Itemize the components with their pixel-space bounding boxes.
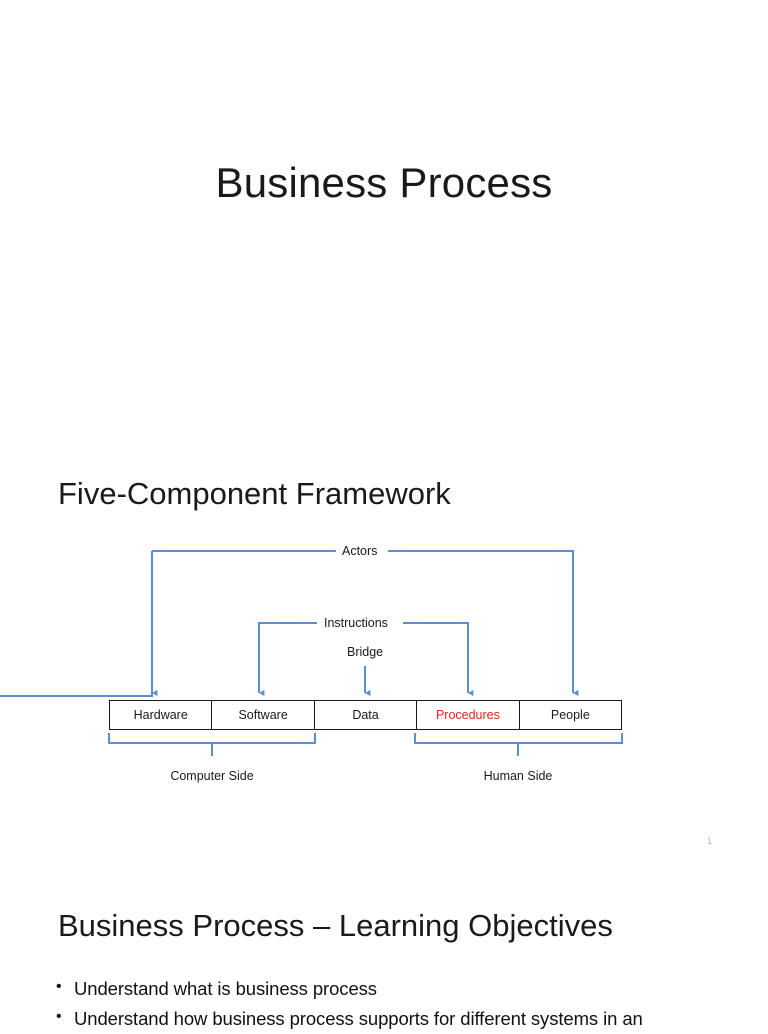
page-title: Business Process	[215, 159, 553, 206]
component-box-hardware[interactable]: Hardware	[110, 701, 213, 729]
component-box-people[interactable]: People	[519, 701, 622, 729]
instructions-rail-left	[258, 622, 317, 693]
instructions-arrow-to-procedures	[403, 622, 474, 697]
list-item: Understand how business process supports…	[55, 1004, 755, 1034]
human-side-bracket	[414, 733, 623, 744]
learning-objectives-list: Understand what is business process Unde…	[55, 974, 755, 1034]
human-side-label: Human Side	[483, 769, 553, 783]
objectives-section-heading: Business Process – Learning Objectives	[58, 908, 613, 943]
bridge-label: Bridge	[341, 646, 390, 659]
slide-business-process: Business Process Five-Component Framewor…	[0, 159, 768, 846]
slide-learning-objectives: Business Process – Learning Objectives U…	[0, 868, 768, 1030]
component-box-software[interactable]: Software	[212, 701, 315, 729]
framework-section-heading: Five-Component Framework	[58, 476, 451, 511]
list-item: Understand what is business process	[55, 974, 755, 1004]
computer-side-bracket	[108, 733, 316, 744]
actors-arrow-to-people	[388, 550, 579, 697]
instructions-label: Instructions	[318, 617, 394, 630]
five-component-framework-diagram: Actors Instructions Bridge Hardware Soft…	[0, 530, 768, 800]
actors-bracket-left	[0, 551, 153, 697]
actors-label: Actors	[336, 545, 384, 558]
diagram-connectors	[0, 550, 623, 756]
component-box-row: Hardware Software Data Procedures People	[109, 700, 622, 730]
component-box-procedures[interactable]: Procedures	[417, 701, 520, 729]
page-number: 1	[706, 836, 712, 846]
component-box-data[interactable]: Data	[314, 701, 418, 729]
computer-side-label: Computer Side	[170, 769, 254, 783]
